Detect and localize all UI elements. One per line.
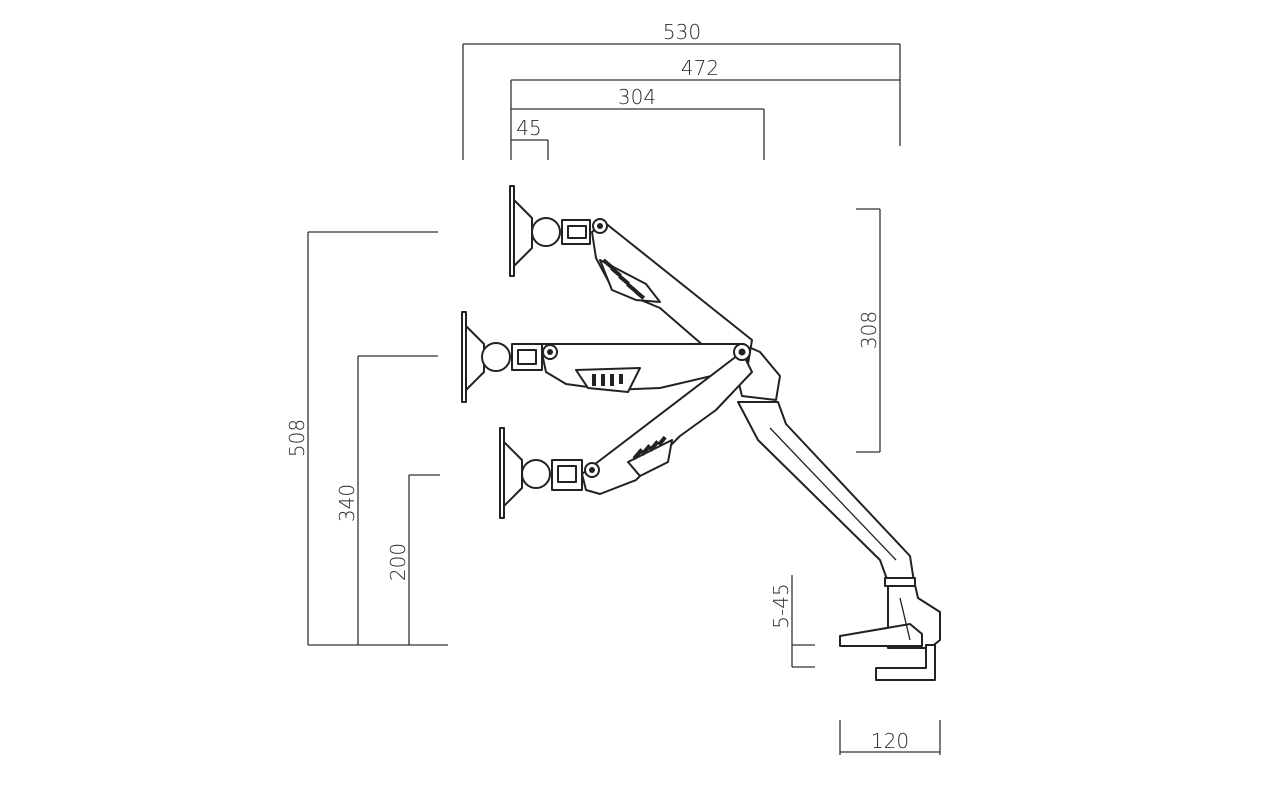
dimension-vertical-travel: 308 [856, 208, 881, 453]
dimension-pivot-reach: 304 [511, 85, 765, 160]
min-height-label: 200 [386, 543, 410, 581]
vesa-head-middle [461, 311, 543, 403]
upper-arm-raised [591, 221, 753, 365]
max-height-label: 508 [285, 419, 309, 457]
dimension-clamp-depth: 120 [839, 720, 941, 755]
overall-reach-label: 530 [663, 20, 701, 44]
lower-arm [737, 401, 916, 587]
dimension-arm-reach: 472 [510, 56, 900, 160]
arm-reach-label: 472 [681, 56, 719, 80]
dimension-mid-height: 340 [335, 355, 438, 645]
arm-joints [542, 218, 751, 478]
vesa-head-raised [509, 185, 591, 277]
dimension-plate-offset: 45 [511, 116, 549, 160]
vesa-head-lowered [499, 427, 583, 519]
desk-clamp [839, 584, 941, 681]
mid-height-label: 340 [335, 484, 359, 522]
pivot-reach-label: 304 [618, 85, 656, 109]
dimension-min-height: 200 [386, 474, 440, 645]
dimension-max-height: 508 [285, 231, 438, 645]
plate-offset-label: 45 [516, 116, 541, 140]
upper-arm-middle [539, 343, 749, 393]
upper-arm-lowered [581, 351, 753, 495]
clamp-depth-label: 120 [871, 729, 909, 753]
desk-thickness-label: 5-45 [769, 583, 793, 628]
vertical-travel-label: 308 [857, 311, 881, 349]
dimension-desk-thickness: 5-45 [769, 575, 815, 668]
dimension-overall-reach: 530 [462, 20, 901, 160]
